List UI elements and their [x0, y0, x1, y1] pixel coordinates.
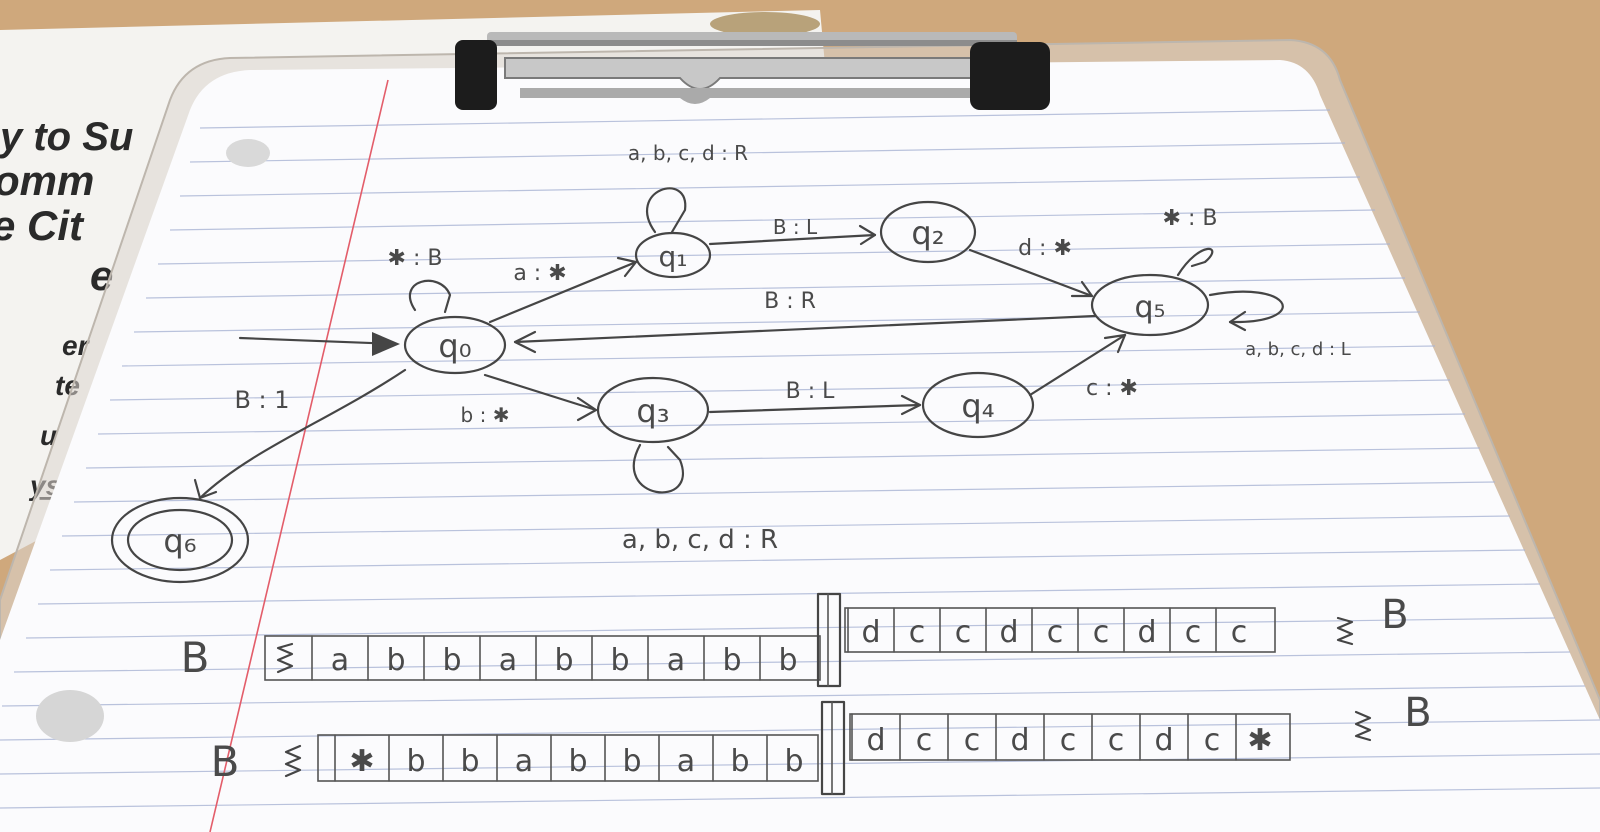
tape-1-right-cell: c	[1231, 615, 1248, 650]
bg-fragment-2: omm	[0, 157, 94, 204]
edge-q0-q1-label: a : ✱	[513, 261, 566, 286]
edge-q0-loop-label: ✱ : B	[388, 246, 443, 271]
tape-1-left-cell: b	[442, 643, 461, 678]
edge-q3-loop	[632, 443, 684, 494]
tape-2-right-cell: ✱	[1247, 723, 1272, 758]
tape-1-right-cell: c	[955, 615, 972, 650]
tape-1-left-cell: a	[667, 643, 685, 678]
state-q3: q₃	[596, 376, 710, 444]
tape-1-left-cell: a	[499, 643, 517, 678]
tape-1-right-cell: c	[1047, 615, 1064, 650]
tape-2-right-cell: d	[866, 723, 885, 758]
start-arrow	[238, 332, 400, 356]
tape-1-right-cell: c	[1093, 615, 1110, 650]
edge-q3-q4	[708, 403, 922, 414]
bg-fragment-3: e Cit	[0, 202, 85, 249]
edge-q5-loop-right-label: a, b, c, d : L	[1245, 339, 1351, 360]
tape-2-right-cell: d	[1154, 723, 1173, 758]
state-q2-label: q₂	[911, 214, 944, 252]
tape-2-right-cell: c	[964, 723, 981, 758]
tape-2-left-cell: b	[784, 744, 803, 779]
edge-q3-loop-label: a, b, c, d : R	[622, 525, 778, 555]
edge-q0-q6-label: B : 1	[234, 386, 289, 414]
tape-2-right-cell: c	[1060, 723, 1077, 758]
edge-q1-loop	[646, 187, 687, 234]
punch-holes	[36, 139, 270, 742]
tape-2-left-cell: b	[406, 744, 425, 779]
tape-2-left-cell: a	[677, 744, 695, 779]
tape-1-right-cell: d	[999, 615, 1018, 650]
edge-q1-q2	[708, 233, 877, 246]
tape-1-left-cell: a	[331, 643, 349, 678]
tape-2-left-cell: b	[730, 744, 749, 779]
state-q5: q₅	[1090, 273, 1210, 337]
bg-fragment-1: y to Su	[0, 115, 133, 159]
edge-q5-loop-top-label: ✱ : B	[1163, 206, 1218, 231]
state-q5-label: q₅	[1134, 290, 1165, 325]
edge-q4-q5-label: c : ✱	[1086, 376, 1138, 401]
tape-2-left-cell: a	[515, 744, 533, 779]
state-diagram: q₀ q₁ q₂ q₃ q₄ q₅ q₆	[110, 141, 1351, 584]
edge-q5-loop-right	[1208, 290, 1284, 324]
tape-2-blank-right: B	[1404, 690, 1431, 736]
state-q3-label: q₃	[636, 392, 669, 430]
tape-1-blank-left: B	[181, 633, 210, 682]
edge-q4-q5	[1028, 333, 1127, 397]
edge-q0-q3	[483, 373, 598, 412]
state-q6-accepting: q₆	[110, 496, 250, 584]
tape-1-left-cell: b	[554, 643, 573, 678]
state-q6-label: q₆	[163, 522, 196, 560]
state-q2: q₂	[879, 200, 977, 264]
tape-2-left-cell: b	[622, 744, 641, 779]
state-q1: q₁	[634, 231, 712, 279]
tape-2-left-cell: ✱	[349, 744, 374, 779]
edge-q1-loop-label: a, b, c, d : R	[628, 141, 748, 165]
tape-2-right-cell: d	[1010, 723, 1029, 758]
margin-line	[209, 79, 389, 832]
tape-1-left-cell: b	[386, 643, 405, 678]
edge-q5-loop-top	[1176, 247, 1214, 277]
tape-2-right-cell: c	[1108, 723, 1125, 758]
tape-2-left-cell: b	[568, 744, 587, 779]
edge-q1-q2-label: B : L	[773, 215, 818, 239]
edge-q2-q5-label: d : ✱	[1018, 236, 1072, 261]
tape-1-right-cell: c	[1185, 615, 1202, 650]
tape-1-left-cell: b	[610, 643, 629, 678]
state-q0-label: q₀	[438, 327, 471, 365]
edge-q5-q0-label: B : R	[764, 289, 816, 314]
ruled-lines	[0, 109, 1600, 809]
tape-1-right-cell: c	[909, 615, 926, 650]
state-q4: q₄	[921, 371, 1035, 439]
state-q1-label: q₁	[659, 240, 688, 273]
edge-q5-q0	[513, 314, 1097, 344]
state-q0: q₀	[403, 315, 507, 375]
tape-2-blank-left: B	[211, 737, 240, 786]
edge-q0-loop	[408, 279, 452, 314]
edge-q0-q3-label: b : ✱	[461, 403, 510, 427]
clipboard-clip	[455, 12, 1050, 110]
tape-1-right-cell: d	[1137, 615, 1156, 650]
edge-q3-q4-label: B : L	[786, 379, 835, 404]
tape-1-blank-right: B	[1381, 592, 1408, 638]
state-q4-label: q₄	[961, 387, 994, 425]
tape-1-left-cell: b	[722, 643, 741, 678]
edge-q0-q6	[198, 368, 407, 500]
edge-q0-q1	[488, 260, 638, 324]
tape-2-right-cell: c	[1204, 723, 1221, 758]
tape-1-left-cell: b	[778, 643, 797, 678]
tape-1-right-cell: d	[861, 615, 880, 650]
edge-q2-q5	[968, 248, 1094, 298]
tape-2-right-cell: c	[916, 723, 933, 758]
tape-2-left-cell: b	[460, 744, 479, 779]
